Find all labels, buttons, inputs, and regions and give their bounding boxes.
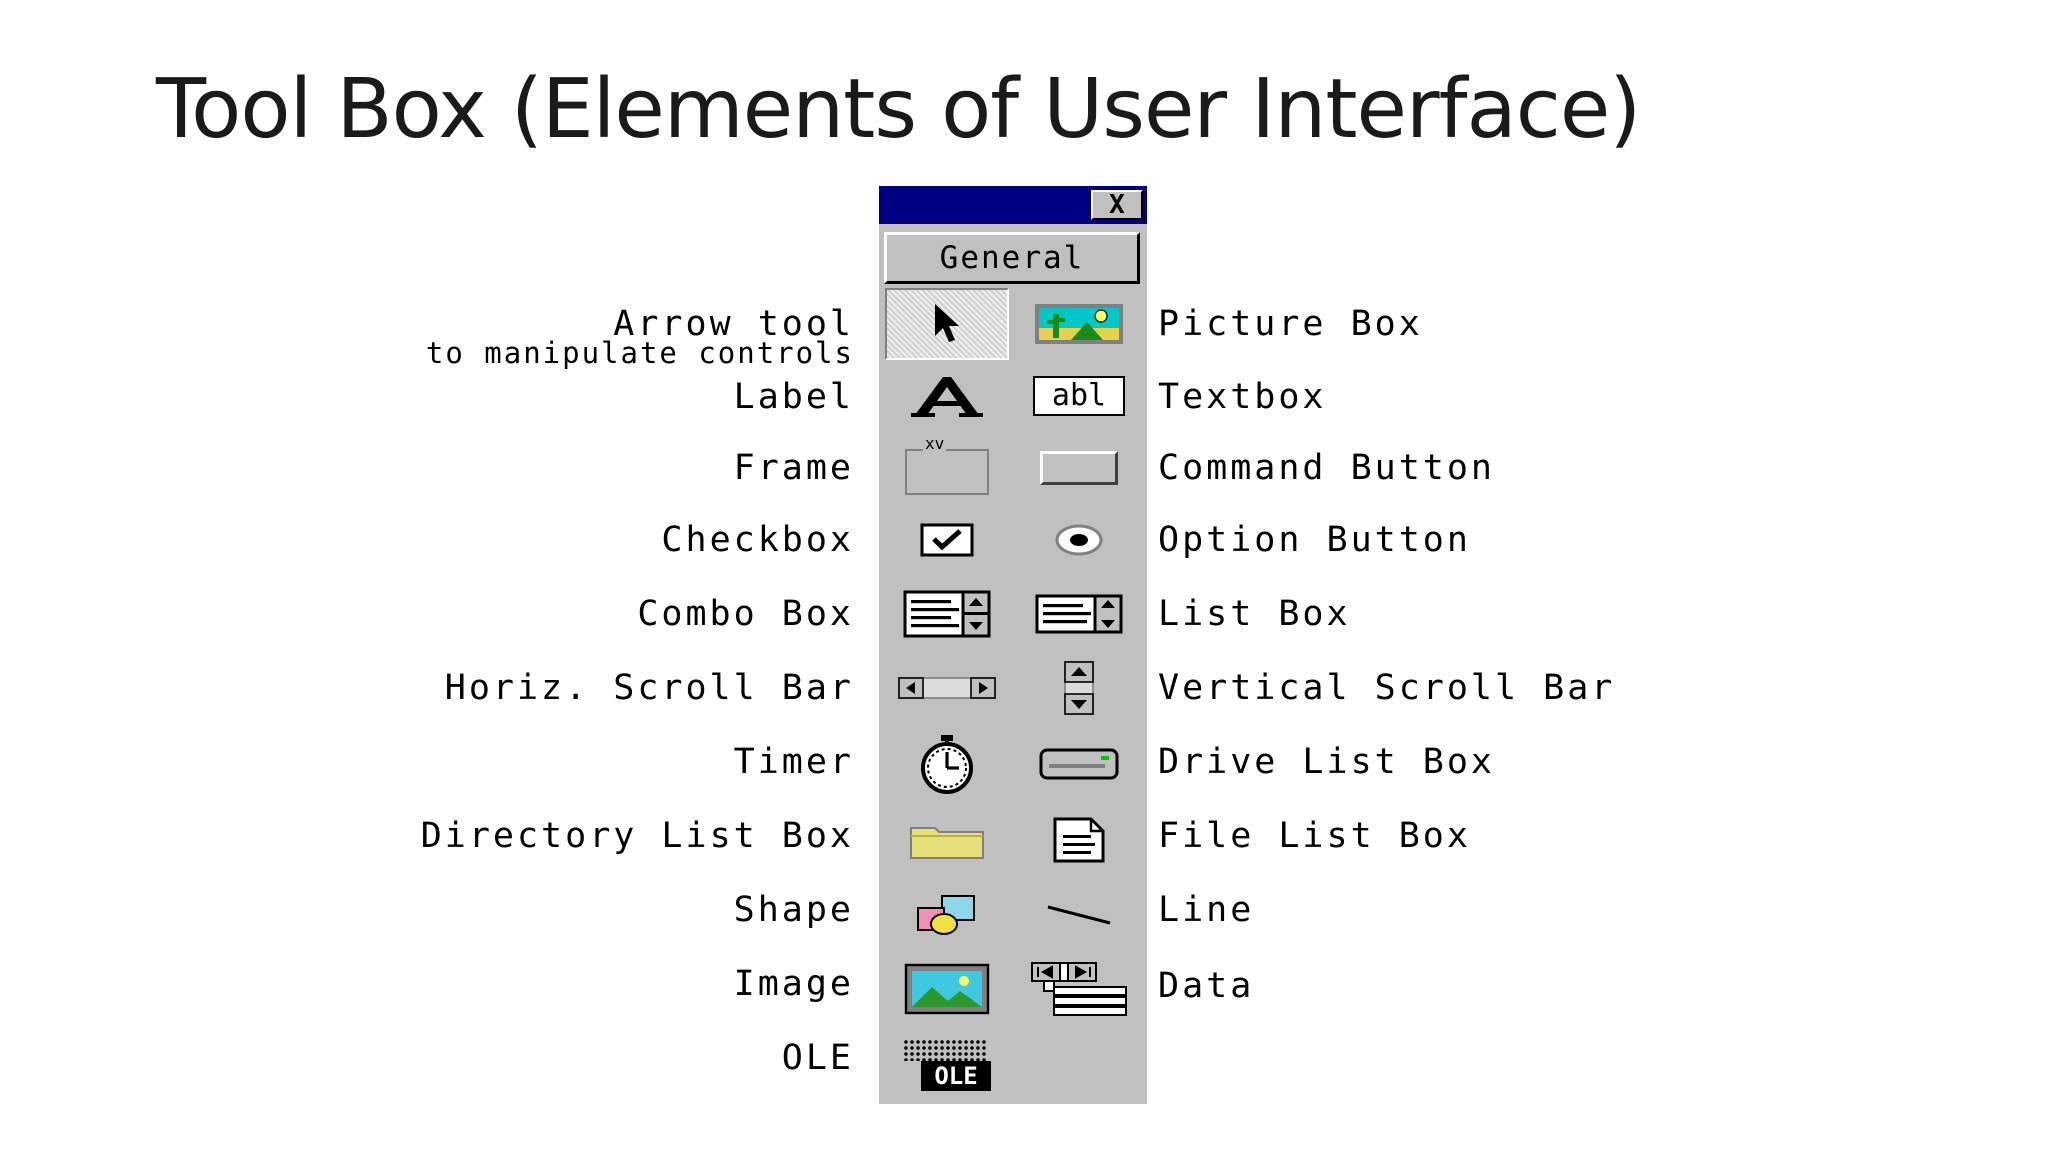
arrow-pointer-icon: [935, 304, 959, 342]
tool-commandbutton[interactable]: [1017, 432, 1141, 504]
data-control-icon: [1031, 962, 1127, 1016]
tool-combobox[interactable]: [885, 578, 1009, 650]
folder-icon: [910, 827, 984, 859]
label-label: Label: [733, 377, 854, 417]
label-line: Line: [1158, 890, 1255, 930]
toolbox-titlebar[interactable]: X: [879, 186, 1147, 224]
label-arrow-tool-sub: to manipulate controls: [425, 336, 854, 370]
close-icon: X: [1109, 190, 1125, 220]
label-textbox: Textbox: [1158, 377, 1327, 417]
label-vscroll: Vertical Scroll Bar: [1158, 668, 1616, 708]
ole-icon-badge: OLE: [921, 1061, 991, 1091]
label-hscroll: Horiz. Scroll Bar: [444, 668, 854, 708]
label-optionbutton: Option Button: [1158, 520, 1471, 560]
file-icon: [1053, 817, 1105, 863]
combo-box-icon: [903, 590, 991, 638]
label-combobox: Combo Box: [637, 594, 854, 634]
tool-ole[interactable]: OLE: [885, 1028, 1009, 1102]
tool-listbox[interactable]: [1017, 578, 1141, 650]
tool-data[interactable]: [1017, 952, 1141, 1026]
label-drivelist: Drive List Box: [1158, 742, 1496, 782]
label-timer: Timer: [733, 742, 854, 782]
textbox-icon: abl: [1033, 376, 1125, 416]
tool-shape[interactable]: [885, 878, 1009, 950]
close-button[interactable]: X: [1091, 190, 1143, 220]
tool-line[interactable]: [1017, 878, 1141, 950]
ole-icon-text: OLE: [934, 1062, 978, 1090]
label-arrow-tool: Arrow tool: [613, 304, 854, 344]
ole-icon-dots: [903, 1039, 987, 1061]
tool-filelist[interactable]: [1017, 804, 1141, 876]
list-box-icon: [1035, 594, 1123, 634]
toolbox-window: X General abl: [879, 186, 1147, 1104]
label-commandbutton: Command Button: [1158, 448, 1496, 488]
tool-drivelist[interactable]: [1017, 726, 1141, 802]
tool-vscroll[interactable]: [1017, 652, 1141, 724]
tool-label[interactable]: [885, 362, 1009, 430]
command-button-icon: [1040, 451, 1118, 485]
image-icon: [904, 963, 990, 1015]
label-listbox: List Box: [1158, 594, 1351, 634]
label-picturebox: Picture Box: [1158, 304, 1423, 344]
picture-box-icon: [1035, 304, 1123, 344]
label-ole: OLE: [781, 1038, 854, 1078]
tool-arrow[interactable]: [885, 288, 1009, 360]
line-icon: [1047, 905, 1111, 925]
label-shape: Shape: [733, 890, 854, 930]
frame-icon: xv: [905, 435, 989, 495]
label-checkbox: Checkbox: [661, 520, 854, 560]
tool-frame[interactable]: xv: [885, 432, 1009, 504]
label-image: Image: [733, 964, 854, 1004]
horizontal-scrollbar-icon: [898, 677, 996, 699]
tool-dirlist[interactable]: [885, 804, 1009, 876]
tool-hscroll[interactable]: [885, 652, 1009, 724]
timer-stopwatch-icon: [921, 735, 973, 794]
label-a-icon: [911, 377, 983, 417]
option-button-icon: [1055, 524, 1103, 556]
label-filelist: File List Box: [1158, 816, 1471, 856]
tab-general[interactable]: General: [884, 232, 1140, 284]
label-dirlist: Directory List Box: [420, 816, 854, 856]
tool-textbox[interactable]: abl: [1017, 362, 1141, 430]
tool-picturebox[interactable]: [1017, 288, 1141, 360]
textbox-icon-text: abl: [1051, 378, 1107, 413]
label-frame: Frame: [733, 448, 854, 488]
slide-title: Tool Box (Elements of User Interface): [156, 62, 1641, 157]
tool-timer[interactable]: [885, 726, 1009, 802]
frame-icon-caption: xv: [923, 434, 947, 453]
tool-checkbox[interactable]: [885, 506, 1009, 574]
shape-icon: [917, 895, 975, 935]
tool-image[interactable]: [885, 952, 1009, 1026]
label-data: Data: [1158, 966, 1255, 1006]
tool-optionbutton[interactable]: [1017, 506, 1141, 574]
drive-icon: [1039, 748, 1119, 780]
vertical-scrollbar-icon: [1064, 661, 1094, 715]
checkbox-icon: [920, 523, 974, 557]
ole-icon: OLE: [903, 1039, 991, 1091]
